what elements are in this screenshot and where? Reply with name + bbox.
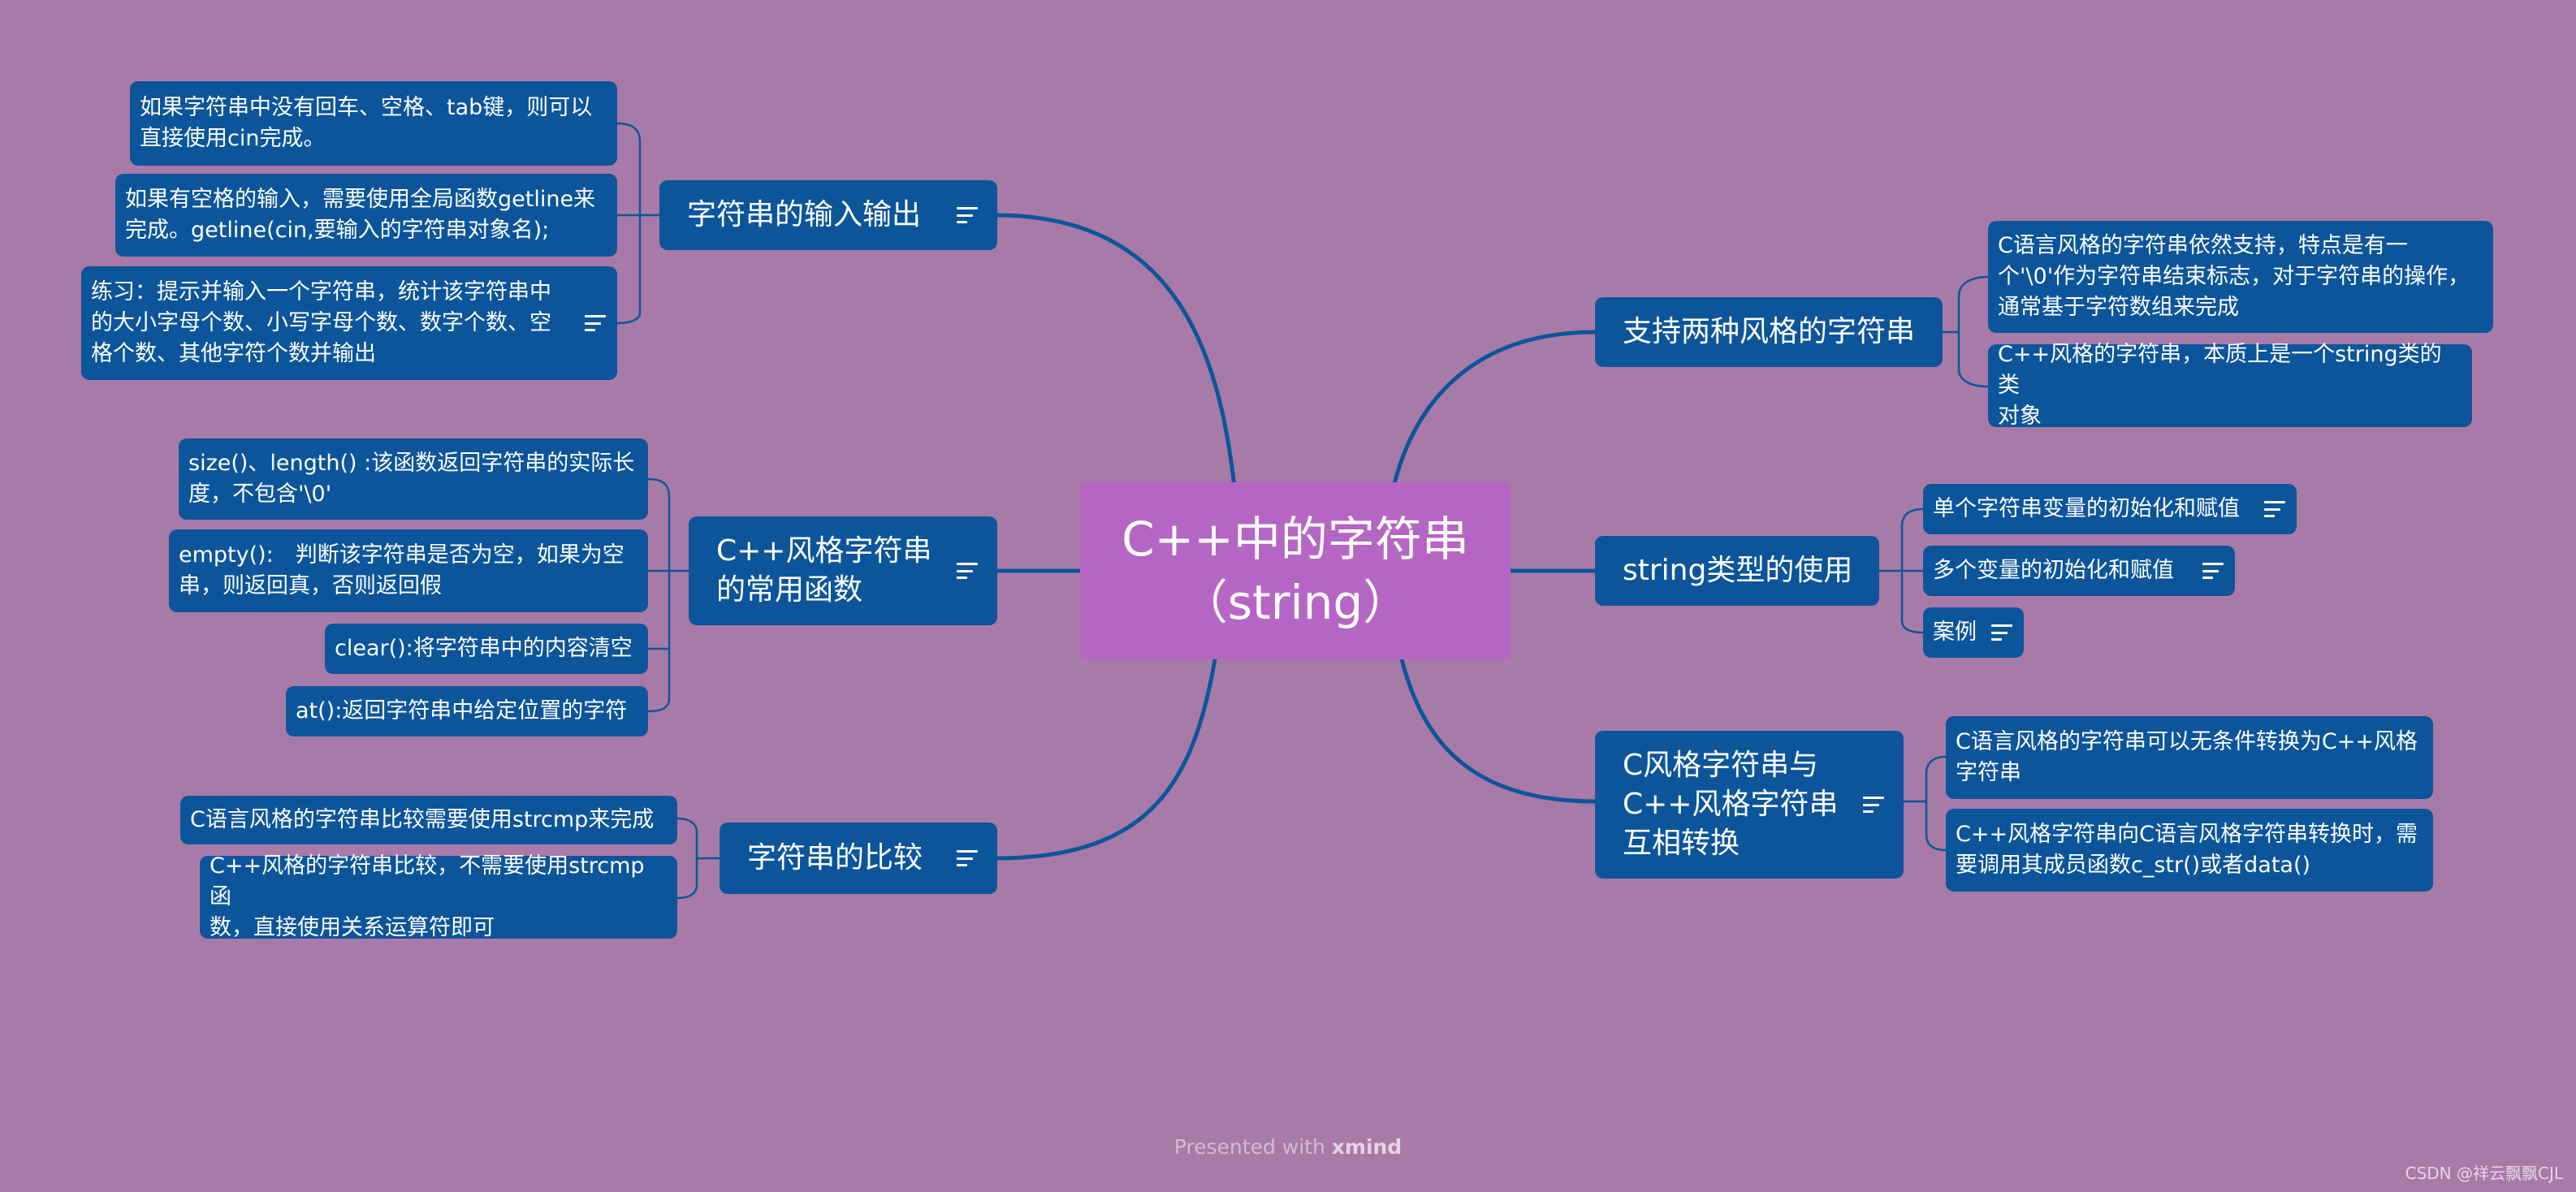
func-item-at-label: at():返回字符串中给定位置的字符 — [296, 698, 628, 723]
notes-icon[interactable] — [957, 850, 978, 866]
usage-item-example-label: 案例 — [1933, 620, 1977, 645]
func-item-empty-label: empty(): 判断该字符串是否为空，如果为空 串，则返回真，否则返回假 — [179, 542, 625, 598]
notes-icon[interactable] — [585, 315, 606, 331]
link-root-compare — [993, 657, 1217, 861]
bracket-usage — [1879, 507, 1924, 634]
link-root-styles — [1391, 330, 1597, 490]
topic-string-usage-label: string类型的使用 — [1623, 554, 1853, 587]
styles-item-cpp-style-label: C++风格的字符串，本质上是一个string类的类 对象 — [1998, 342, 2442, 429]
topic-string-io[interactable]: 字符串的输入输出 — [659, 180, 997, 250]
footer-prefix: Presented with — [1173, 1135, 1325, 1159]
topic-two-styles[interactable]: 支持两种风格的字符串 — [1595, 297, 1943, 367]
notes-icon[interactable] — [2264, 501, 2285, 517]
compare-item-strcmp[interactable]: C语言风格的字符串比较需要使用strcmp来完成 — [180, 796, 677, 844]
convert-item-cpp-to-c-label: C++风格字符串向C语言风格字符串转换时，需 要调用其成员函数c_str()或者… — [1956, 822, 2418, 878]
link-root-io — [993, 213, 1237, 490]
io-item-exercise[interactable]: 练习：提示并输入一个字符串，统计该字符串中 的大小字母个数、小写字母个数、数字个… — [81, 266, 617, 380]
topic-two-styles-label: 支持两种风格的字符串 — [1623, 315, 1916, 348]
func-item-empty[interactable]: empty(): 判断该字符串是否为空，如果为空 串，则返回真，否则返回假 — [169, 529, 648, 612]
bracket-io — [616, 122, 659, 325]
compare-item-strcmp-label: C语言风格的字符串比较需要使用strcmp来完成 — [190, 807, 655, 832]
usage-item-example[interactable]: 案例 — [1923, 607, 2024, 658]
convert-item-cpp-to-c[interactable]: C++风格字符串向C语言风格字符串转换时，需 要调用其成员函数c_str()或者… — [1946, 809, 2433, 892]
usage-item-multi-init-label: 多个变量的初始化和赋值 — [1933, 558, 2174, 583]
io-item-cin-label: 如果字符串中没有回车、空格、tab键，则可以 直接使用cin完成。 — [140, 95, 593, 151]
notes-icon[interactable] — [957, 207, 978, 223]
compare-item-operators-label: C++风格的字符串比较，不需要使用strcmp函 数，直接使用关系运算符即可 — [210, 853, 645, 940]
topic-string-usage[interactable]: string类型的使用 — [1595, 536, 1879, 606]
root-title-line2: （string） — [1180, 575, 1411, 630]
styles-item-c-style[interactable]: C语言风格的字符串依然支持，特点是有一 个'\0'作为字符串结束标志，对于字符串… — [1988, 221, 2493, 333]
io-item-getline-label: 如果有空格的输入，需要使用全局函数getline来 完成。getline(cin… — [125, 187, 596, 243]
notes-icon[interactable] — [1991, 624, 2012, 641]
bracket-compare — [676, 817, 720, 900]
bracket-convert — [1904, 755, 1947, 852]
topic-string-conversion-label: C风格字符串与 C++风格字符串 互相转换 — [1623, 749, 1839, 860]
topic-string-compare[interactable]: 字符串的比较 — [720, 823, 997, 894]
styles-item-c-style-label: C语言风格的字符串依然支持，特点是有一 个'\0'作为字符串结束标志，对于字符串… — [1998, 233, 2470, 320]
compare-item-operators[interactable]: C++风格的字符串比较，不需要使用strcmp函 数，直接使用关系运算符即可 — [200, 853, 677, 940]
topic-cpp-string-functions[interactable]: C++风格字符串 的常用函数 — [689, 516, 997, 625]
xmind-brand: xmind — [1331, 1135, 1403, 1159]
func-item-size-length-label: size()、length() :该函数返回字符串的实际长 度，不包含'\0' — [188, 451, 635, 507]
bracket-styles — [1943, 275, 1989, 388]
func-item-size-length[interactable]: size()、length() :该函数返回字符串的实际长 度，不包含'\0' — [179, 438, 648, 520]
root-topic[interactable]: C++中的字符串 （string） — [1080, 482, 1511, 659]
usage-item-single-init[interactable]: 单个字符串变量的初始化和赋值 — [1923, 484, 2297, 534]
func-item-clear-label: clear():将字符串中的内容清空 — [335, 636, 633, 661]
bracket-funcs — [647, 477, 689, 713]
func-item-clear[interactable]: clear():将字符串中的内容清空 — [325, 624, 648, 674]
usage-item-multi-init[interactable]: 多个变量的初始化和赋值 — [1923, 546, 2235, 596]
io-item-cin[interactable]: 如果字符串中没有回车、空格、tab键，则可以 直接使用cin完成。 — [130, 81, 617, 166]
convert-item-c-to-cpp-label: C语言风格的字符串可以无条件转换为C++风格 字符串 — [1956, 729, 2418, 785]
io-item-exercise-label: 练习：提示并输入一个字符串，统计该字符串中 的大小字母个数、小写字母个数、数字个… — [91, 279, 551, 366]
usage-item-single-init-label: 单个字符串变量的初始化和赋值 — [1933, 496, 2240, 521]
csdn-watermark: CSDN @祥云飘飘CJL — [2405, 1164, 2563, 1183]
topic-cpp-string-functions-label: C++风格字符串 的常用函数 — [716, 534, 932, 607]
func-item-at[interactable]: at():返回字符串中给定位置的字符 — [286, 686, 648, 736]
notes-icon[interactable] — [1863, 797, 1884, 813]
io-item-getline[interactable]: 如果有空格的输入，需要使用全局函数getline来 完成。getline(cin… — [115, 174, 617, 257]
root-title-line1: C++中的字符串 — [1122, 512, 1469, 567]
presented-with-footer: Presented with xmind — [0, 1135, 2576, 1159]
notes-icon[interactable] — [957, 563, 978, 579]
topic-string-compare-label: 字符串的比较 — [747, 841, 923, 875]
topic-string-io-label: 字符串的输入输出 — [687, 198, 922, 231]
convert-item-c-to-cpp[interactable]: C语言风格的字符串可以无条件转换为C++风格 字符串 — [1946, 716, 2433, 799]
notes-icon[interactable] — [2202, 563, 2224, 579]
styles-item-cpp-style[interactable]: C++风格的字符串，本质上是一个string类的类 对象 — [1988, 342, 2472, 429]
topic-string-conversion[interactable]: C风格字符串与 C++风格字符串 互相转换 — [1595, 731, 1904, 879]
link-root-convert — [1399, 657, 1597, 804]
